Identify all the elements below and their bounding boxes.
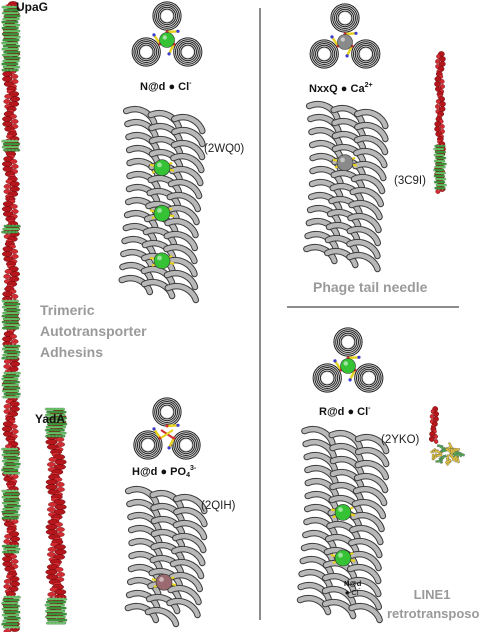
trimeric-bottom-caption: H@d ● PO43- [132,465,197,479]
yada-fiber [44,407,68,625]
vertical-divider [259,8,261,620]
ion-label: Cl [178,81,190,93]
ion-subscript: 4 [186,472,190,479]
pdb-id-2wq0: (2WQ0) [204,143,245,155]
trimeric-title-line-2: Autotransporter [40,323,147,339]
trimer-top-view-icon [309,3,381,69]
phage-title: Phage tail needle [313,279,428,295]
ion-label: Cl [357,406,369,418]
trimeric-title-line-3: Adhesins [40,344,104,360]
motif-label: N@d [140,81,166,93]
line1-caption: R@d ● Cl- [319,405,371,418]
ion-charge: 3- [189,465,197,472]
helix-bundle-2yko [296,425,390,624]
inset-ion: Cl [351,588,359,597]
helix-bundle-3c9i [303,100,389,273]
pdb-id-2yko: (2YKO) [381,434,420,446]
inset-ion-charge: - [358,586,361,592]
horizontal-divider [287,306,459,308]
line1-inset-label: N@d ● Cl- [344,579,361,597]
helix-bundle-2wq0 [118,105,206,304]
trimeric-title: Trimeric Autotransporter Adhesins [40,300,147,363]
line1-fiber [428,406,466,467]
inset-ion-line: ● Cl- [344,586,361,597]
trimer-top-view-icon [133,397,201,460]
trimeric-title-line-1: Trimeric [40,302,95,318]
trimer-top-view-icon [131,1,203,67]
motif-label: NxxQ [309,83,338,95]
motif-label: R@d [319,406,345,418]
line1-title: LINE1 retrotransposon [387,585,480,623]
trimeric-top-caption: N@d ● Cl- [140,80,192,93]
line1-title-line-2: retrotransposon [387,606,480,621]
yada-label: YadA [35,412,66,426]
ion-charge: - [368,405,371,412]
ion-label: PO [170,466,187,478]
phage-needle-fiber [433,51,447,194]
inset-motif: N@d [344,579,362,588]
ion-charge: 2+ [364,82,373,89]
trimer-top-view-icon [312,327,384,393]
pdb-id-3c9i: (3C9I) [394,175,426,187]
phage-caption: NxxQ ● Ca2+ [309,82,373,95]
motif-label: H@d [132,466,158,478]
ion-charge: - [189,80,192,87]
helix-bundle-2qih [124,485,208,628]
line1-title-line-1: LINE1 [413,587,451,602]
ion-label: Ca [350,83,365,95]
upag-fiber [1,1,21,632]
pdb-id-2qih: (2QIH) [201,500,236,512]
upag-label: UpaG [16,0,49,14]
